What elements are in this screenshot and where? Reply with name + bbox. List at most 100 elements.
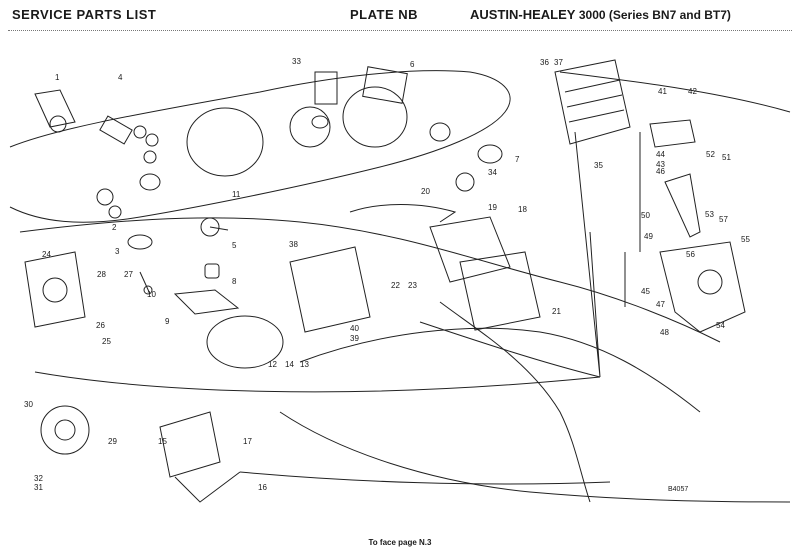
callout-3: 3: [115, 247, 120, 256]
callout-57: 57: [719, 215, 728, 224]
callout-10: 10: [147, 290, 156, 299]
callout-49: 49: [644, 232, 653, 241]
callout-28: 28: [97, 270, 106, 279]
control-box-19: [429, 216, 511, 283]
dash-panel-outline: [9, 70, 511, 223]
callout-43: 43: [656, 160, 665, 169]
callout-40: 40: [350, 324, 359, 333]
callout-30: 30: [24, 400, 33, 409]
callout-24: 24: [42, 250, 51, 259]
callout-15: 15: [158, 437, 167, 446]
callout-31: 31: [34, 483, 43, 492]
callout-41: 41: [658, 87, 667, 96]
callout-14: 14: [285, 360, 294, 369]
callout-18: 18: [518, 205, 527, 214]
callout-13: 13: [300, 360, 309, 369]
cable-vertical: [574, 131, 601, 378]
callout-8: 8: [232, 277, 237, 286]
callout-23: 23: [408, 281, 417, 290]
regulator-35: [554, 59, 631, 145]
callout-47: 47: [656, 300, 665, 309]
switch-33: [314, 71, 338, 105]
flasher-38: [289, 246, 371, 333]
callout-50: 50: [641, 211, 650, 220]
switch-6: [362, 66, 408, 104]
drawing-code: B4057: [668, 486, 689, 493]
wing-outline: [559, 71, 791, 113]
callout-37: 37: [554, 58, 563, 67]
service-parts-list-title: SERVICE PARTS LIST: [12, 7, 157, 22]
solenoid-12: [206, 315, 284, 369]
bracket-54: [659, 241, 746, 333]
callout-33: 33: [292, 57, 301, 66]
callout-55: 55: [741, 235, 750, 244]
callout-46: 46: [656, 167, 665, 176]
horn-24: [24, 251, 86, 328]
callout-54: 54: [716, 321, 725, 330]
instrument-opening-2: [289, 106, 331, 148]
callout-36: 36: [540, 58, 549, 67]
callout-12: 12: [268, 360, 277, 369]
callout-34: 34: [488, 168, 497, 177]
callout-19: 19: [488, 203, 497, 212]
callout-42: 42: [688, 87, 697, 96]
callout-35: 35: [594, 161, 603, 170]
body-curve-front: [439, 301, 591, 503]
horn-29: [40, 405, 90, 455]
callout-53: 53: [705, 210, 714, 219]
instrument-opening-5: [429, 122, 451, 142]
callout-48: 48: [660, 328, 669, 337]
callout-51: 51: [722, 153, 731, 162]
scuttle-curve: [299, 327, 701, 413]
callout-44: 44: [656, 150, 665, 159]
cable-main: [34, 371, 601, 393]
model-title: AUSTIN-HEALEY 3000 (Series BN7 and BT7): [470, 7, 731, 22]
callout-21: 21: [552, 307, 561, 316]
bonnet-outline: [19, 217, 721, 343]
callout-32: 32: [34, 474, 43, 483]
relay-15: [159, 411, 221, 478]
callout-1: 1: [55, 73, 60, 82]
callout-27: 27: [124, 270, 133, 279]
instrument-opening-1: [186, 107, 264, 177]
cable-lower: [239, 471, 611, 485]
harness-20: [349, 204, 457, 223]
callout-6: 6: [410, 60, 415, 69]
callout-56: 56: [686, 250, 695, 259]
callout-29: 29: [108, 437, 117, 446]
callout-45: 45: [641, 287, 650, 296]
callout-22: 22: [391, 281, 400, 290]
knob-5: [204, 263, 220, 279]
callout-26: 26: [96, 321, 105, 330]
control-box-18: [459, 251, 541, 331]
fuse-block-8: [173, 289, 240, 315]
footer-note: To face page N.3: [368, 538, 432, 547]
steering-lock-body: [99, 115, 133, 145]
body-curve-lower: [279, 411, 791, 503]
rod-46: [624, 132, 641, 307]
callout-16: 16: [258, 483, 267, 492]
callout-2: 2: [112, 223, 117, 232]
header-rule: [8, 30, 792, 31]
callout-4: 4: [118, 73, 123, 82]
callout-7: 7: [515, 155, 520, 164]
knob-7: [477, 144, 503, 164]
cable-front: [419, 321, 601, 378]
switch-11: [200, 217, 220, 237]
lamp-41: [649, 119, 696, 148]
callout-38: 38: [289, 240, 298, 249]
ignition-switch-body: [34, 89, 76, 128]
callout-17: 17: [243, 437, 252, 446]
callout-9: 9: [165, 317, 170, 326]
callout-52: 52: [706, 150, 715, 159]
instrument-opening-4: [139, 173, 161, 191]
callout-5: 5: [232, 241, 237, 250]
instrument-opening-3: [342, 86, 408, 148]
callout-25: 25: [102, 337, 111, 346]
callout-11: 11: [232, 190, 241, 199]
page-header: SERVICE PARTS LIST PLATE NB AUSTIN-HEALE…: [0, 0, 800, 30]
callout-39: 39: [350, 334, 359, 343]
